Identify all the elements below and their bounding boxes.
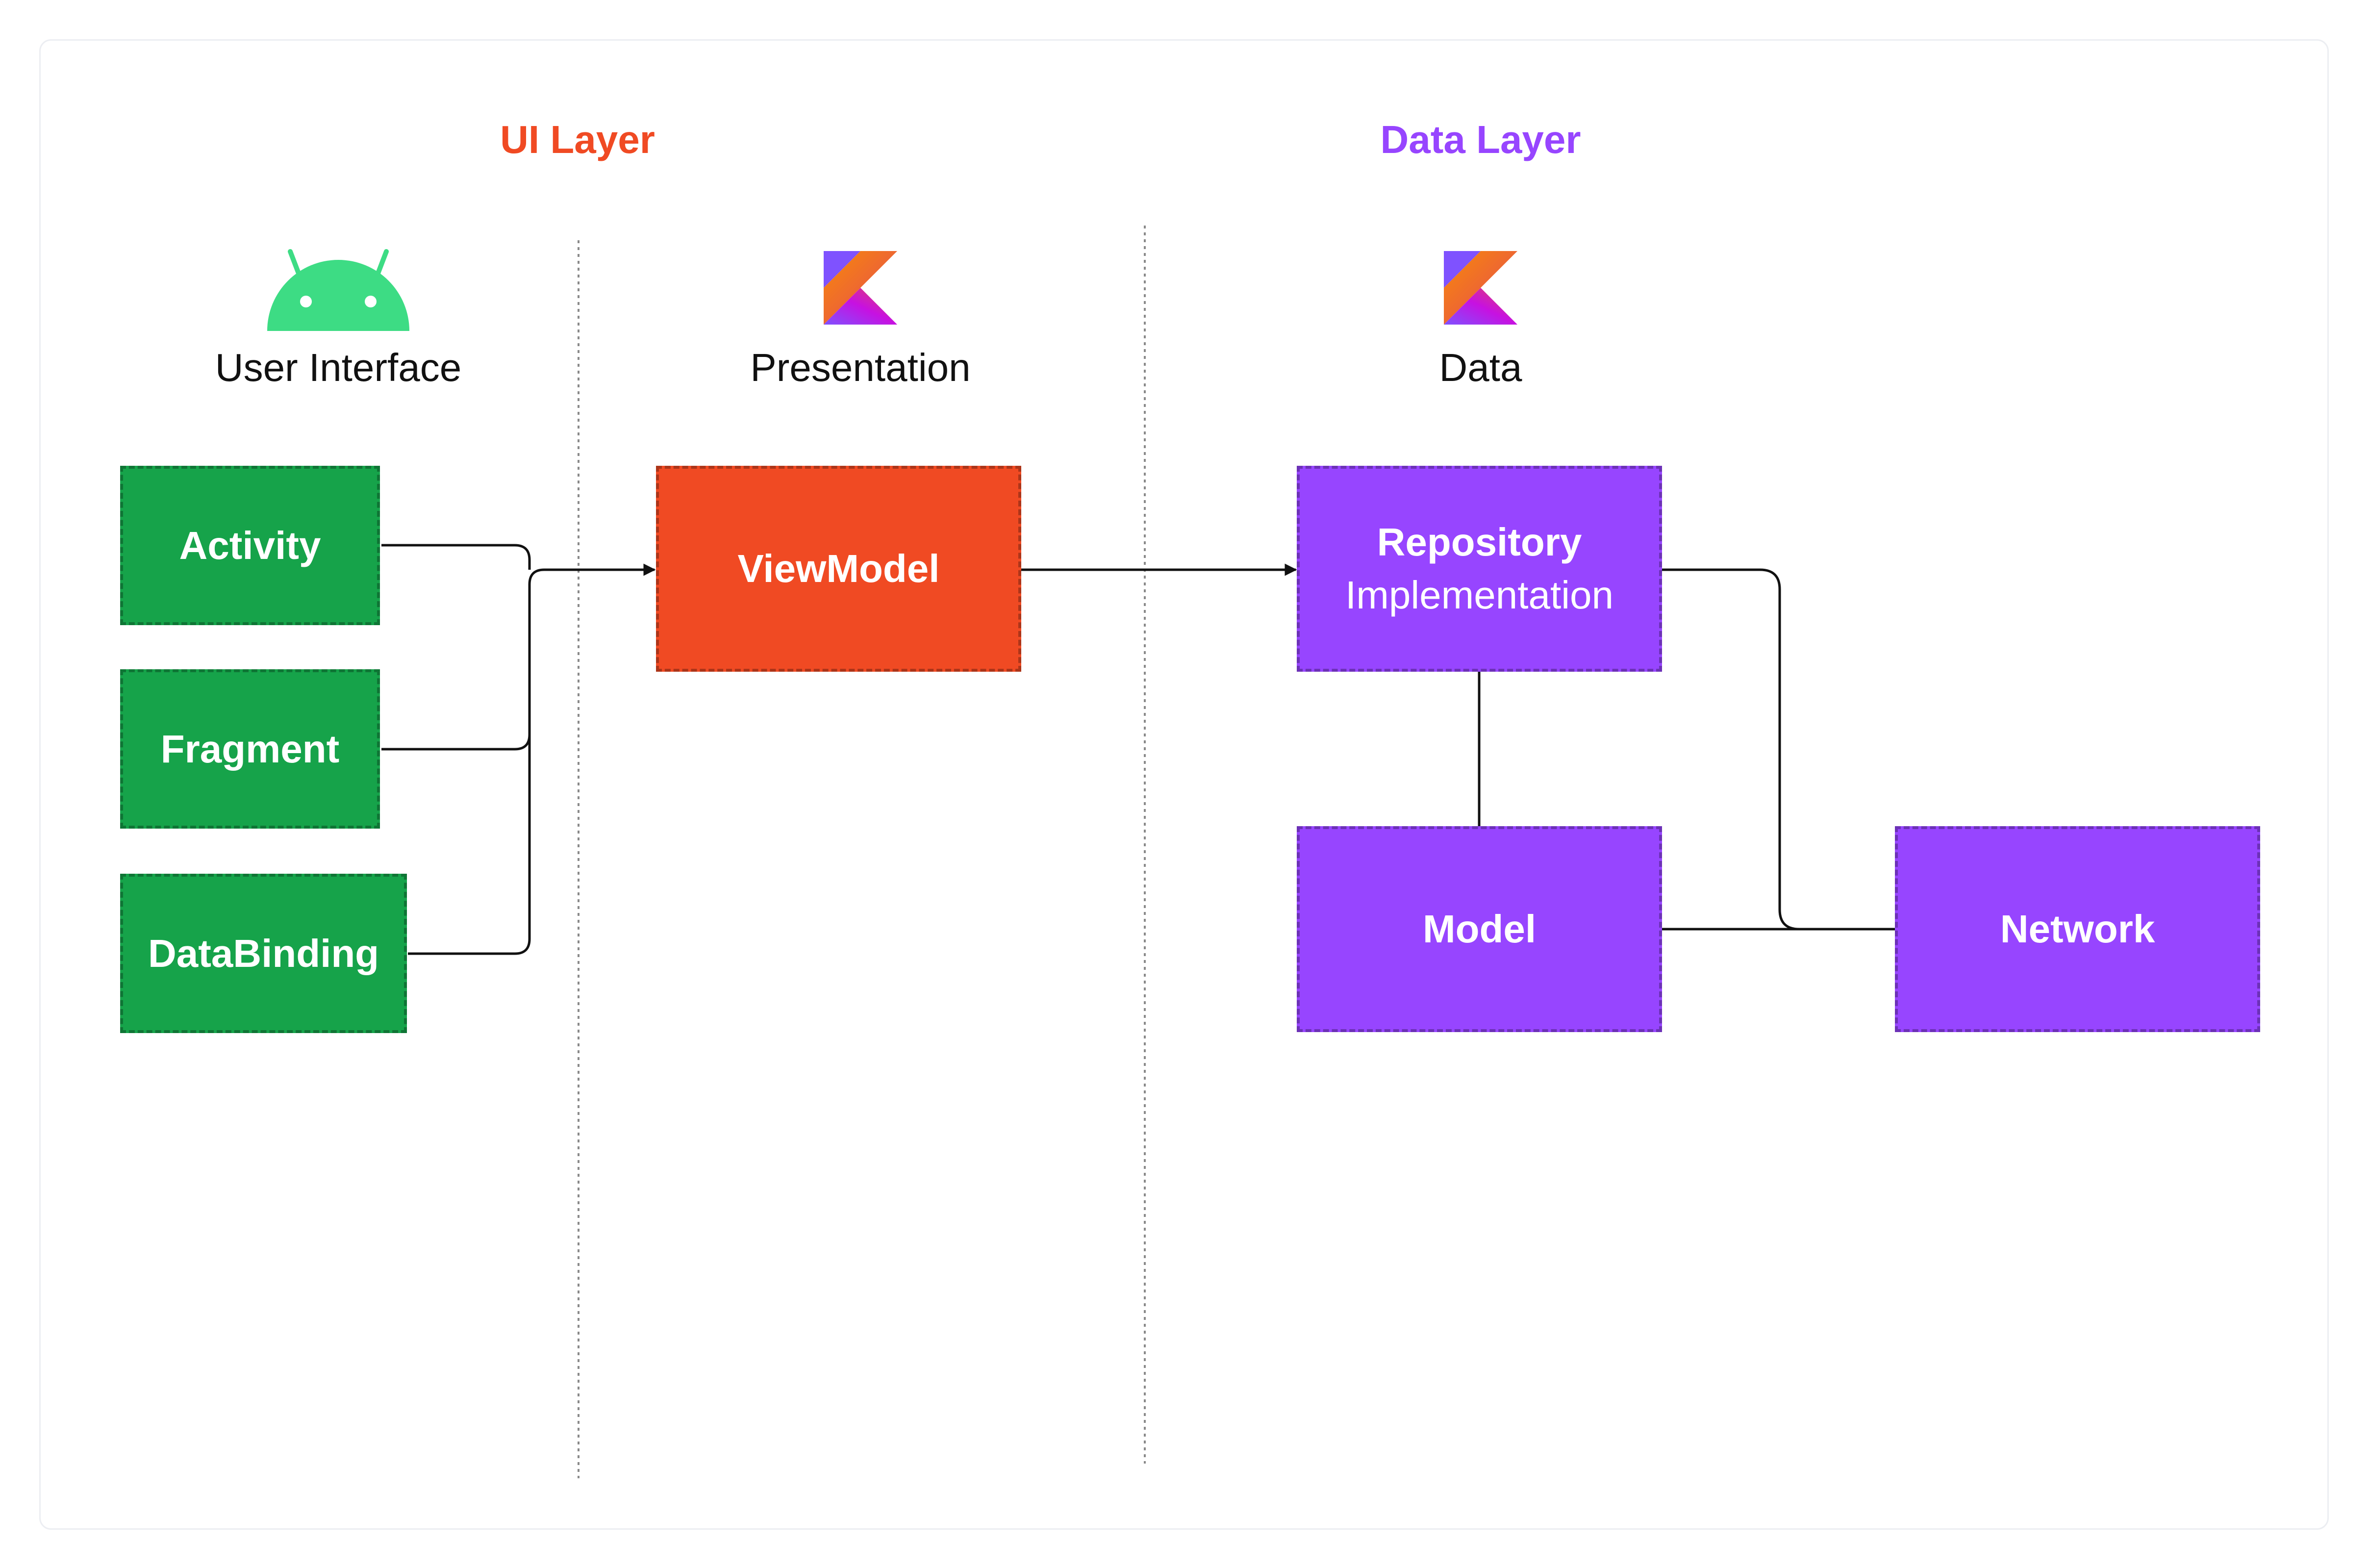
data-layer-title: Data Layer [1380,118,1581,161]
repository-label: Repository [1377,520,1582,564]
section-label-presentation: Presentation [750,346,971,389]
android-icon [267,249,409,331]
model-label: Model [1422,907,1537,951]
network-node: Network [1895,826,2260,1032]
databinding-label: DataBinding [148,931,379,975]
viewmodel-node: ViewModel [656,466,1021,672]
diagram-frame [39,39,2329,1530]
network-label: Network [2000,907,2155,951]
activity-label: Activity [179,523,321,567]
connector-fragment-viewmodel [381,584,531,751]
section-label-data: Data [1439,346,1522,389]
section-label-user-interface: User Interface [215,346,462,389]
kotlin-icon [1444,251,1517,325]
databinding-node: DataBinding [120,874,407,1033]
ui-layer-title: UI Layer [500,118,655,161]
connector-activity-viewmodel [381,544,531,570]
fragment-node: Fragment [120,669,380,829]
kotlin-icon [824,251,897,325]
connector-databinding-viewmodel [408,584,531,955]
model-node: Model [1297,826,1662,1032]
viewmodel-label: ViewModel [737,547,940,590]
connector-repository-network [1662,568,1895,931]
fragment-label: Fragment [160,727,340,771]
activity-node: Activity [120,466,380,625]
repository-node: Repository Implementation [1297,466,1662,672]
arrow-to-viewmodel [528,563,656,585]
repository-sublabel: Implementation [1345,573,1613,617]
